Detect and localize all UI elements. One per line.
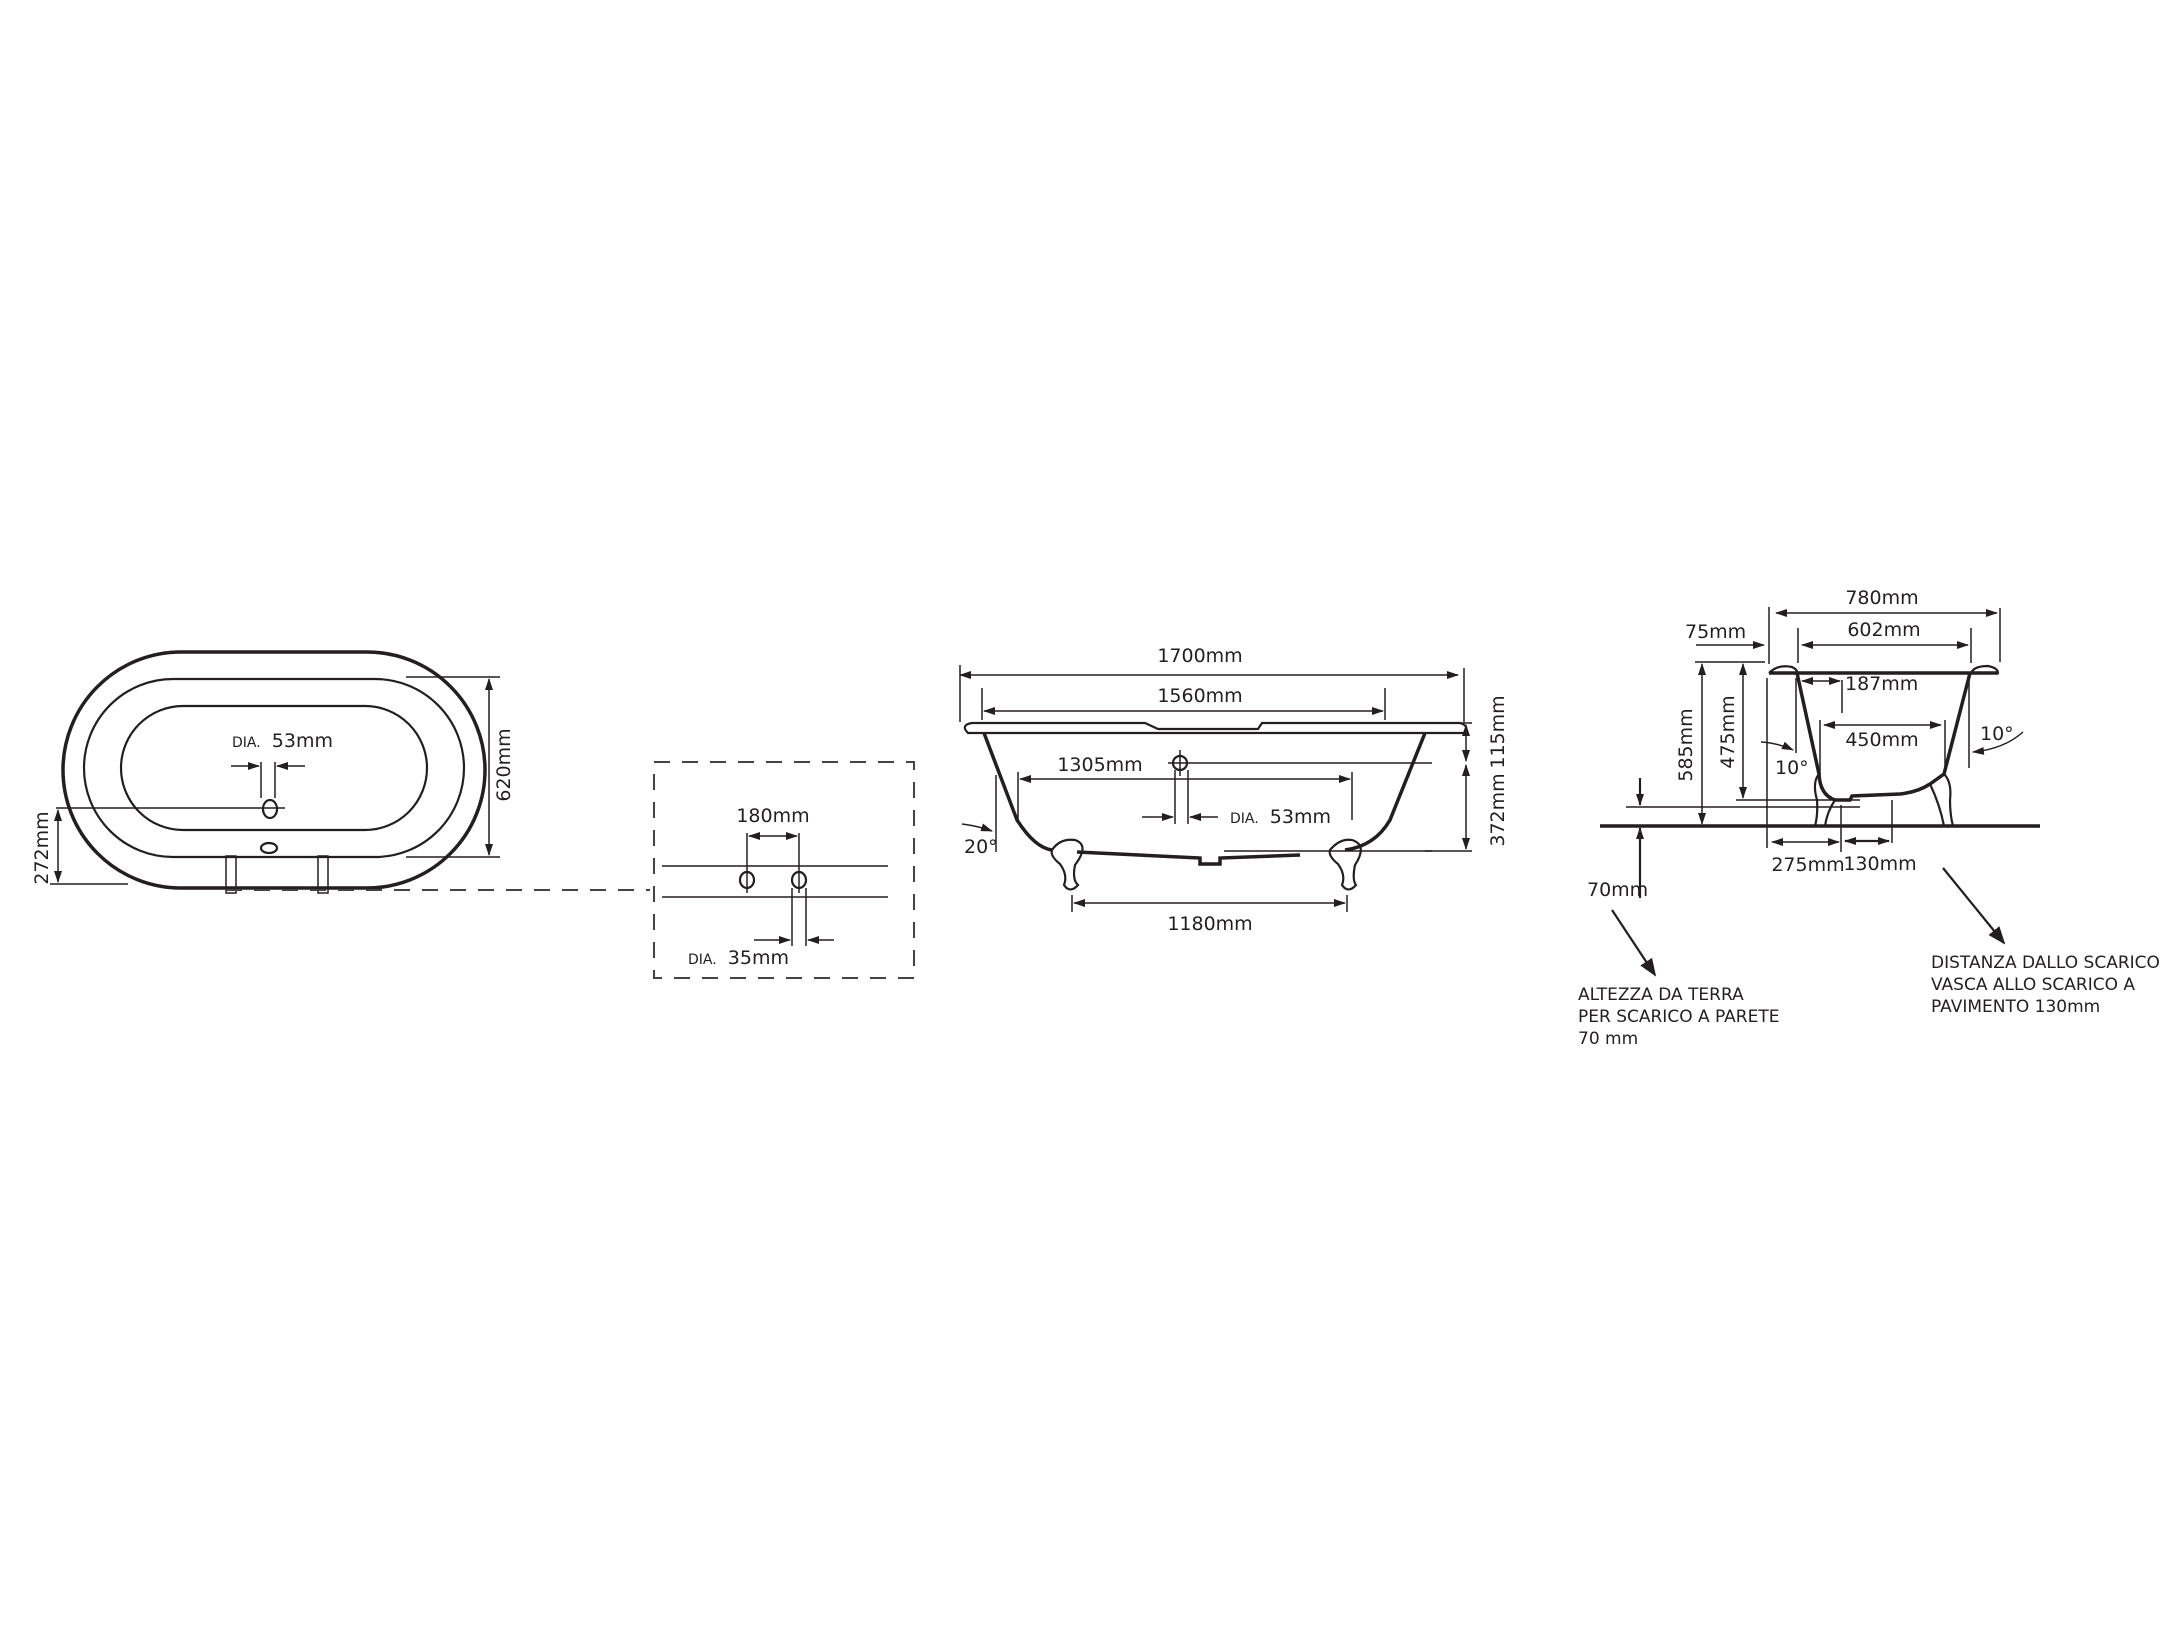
tub-inner-rim [82,677,466,859]
side-rim [963,721,1468,735]
left-angle-label: 10° [1775,757,1809,779]
rim-to-overflow-label: 115mm [1487,695,1509,768]
side-outlet-dia-label: DIA. 53mm [1230,806,1331,828]
tap-detail-frame [653,761,915,979]
foot-right [1328,838,1362,891]
top-outlet-dia-label: DIA. 53mm [232,730,333,752]
foot-left [1050,838,1084,891]
rim-to-slope-label: 187mm [1845,673,1918,695]
floor-clearance-label: 70mm [1587,879,1648,901]
tap-dia-label: DIA. 35mm [688,947,789,969]
overflow-to-floor-label: 372mm [1487,773,1509,846]
end-body [1795,672,1972,802]
svg-text:DISTANZA DALLO SCARICO: DISTANZA DALLO SCARICO [1931,953,2160,973]
outlet-circle [261,798,279,820]
side-view: 1700mm 1560mm 1305mm DIA. 53mm 115mm 372… [959,645,1509,935]
bottom-length-label: 1305mm [1057,754,1142,776]
side-body [982,732,1427,866]
floor-waste-arrow-icon [1942,867,2006,945]
tap-detail: 180mm DIA. 35mm [653,761,915,979]
note-floor-waste: DISTANZA DALLO SCARICO VASCA ALLO SCARIC… [1931,953,2160,1017]
svg-text:ALTEZZA DA TERRA: ALTEZZA DA TERRA [1578,985,1744,1005]
inner-depth-label: 475mm [1717,695,1739,768]
right-angle-label: 10° [1980,723,2014,745]
end-view: 780mm 602mm 75mm 187mm 450mm 585mm 475mm… [1587,587,2040,977]
tub-basin [119,704,429,832]
end-inner-width-label: 602mm [1847,619,1920,641]
end-bottom-width-label: 450mm [1845,729,1918,751]
outlet-offset-label: 272mm [31,811,53,884]
overflow-icon [259,841,279,855]
note-wall-waste: ALTEZZA DA TERRA PER SCARICO A PARETE 70… [1578,985,1780,1049]
waste-distance-label: 130mm [1843,853,1916,875]
svg-text:70 mm: 70 mm [1578,1029,1638,1049]
top-view: DIA. 53mm 620mm 272mm [31,650,650,894]
overall-length-label: 1700mm [1157,645,1242,667]
tap-spacing-label: 180mm [736,805,809,827]
inner-length-label: 1560mm [1157,685,1242,707]
rim-lip-label: 75mm [1685,621,1746,643]
svg-text:PER SCARICO A PARETE: PER SCARICO A PARETE [1578,1007,1780,1027]
feet-spacing-label: 1180mm [1167,913,1252,935]
total-height-label: 585mm [1675,708,1697,781]
wall-waste-arrow-icon [1611,909,1657,977]
svg-text:PAVIMENTO 130mm: PAVIMENTO 130mm [1931,997,2100,1017]
top-width-label: 620mm [493,728,515,801]
waste-offset-label: 275mm [1771,854,1844,876]
end-overall-width-label: 780mm [1845,587,1918,609]
tap-right [317,855,329,894]
svg-text:VASCA ALLO SCARICO A: VASCA ALLO SCARICO A [1931,975,2135,995]
wall-angle-label: 20° [964,836,998,858]
tap-left [225,855,237,894]
